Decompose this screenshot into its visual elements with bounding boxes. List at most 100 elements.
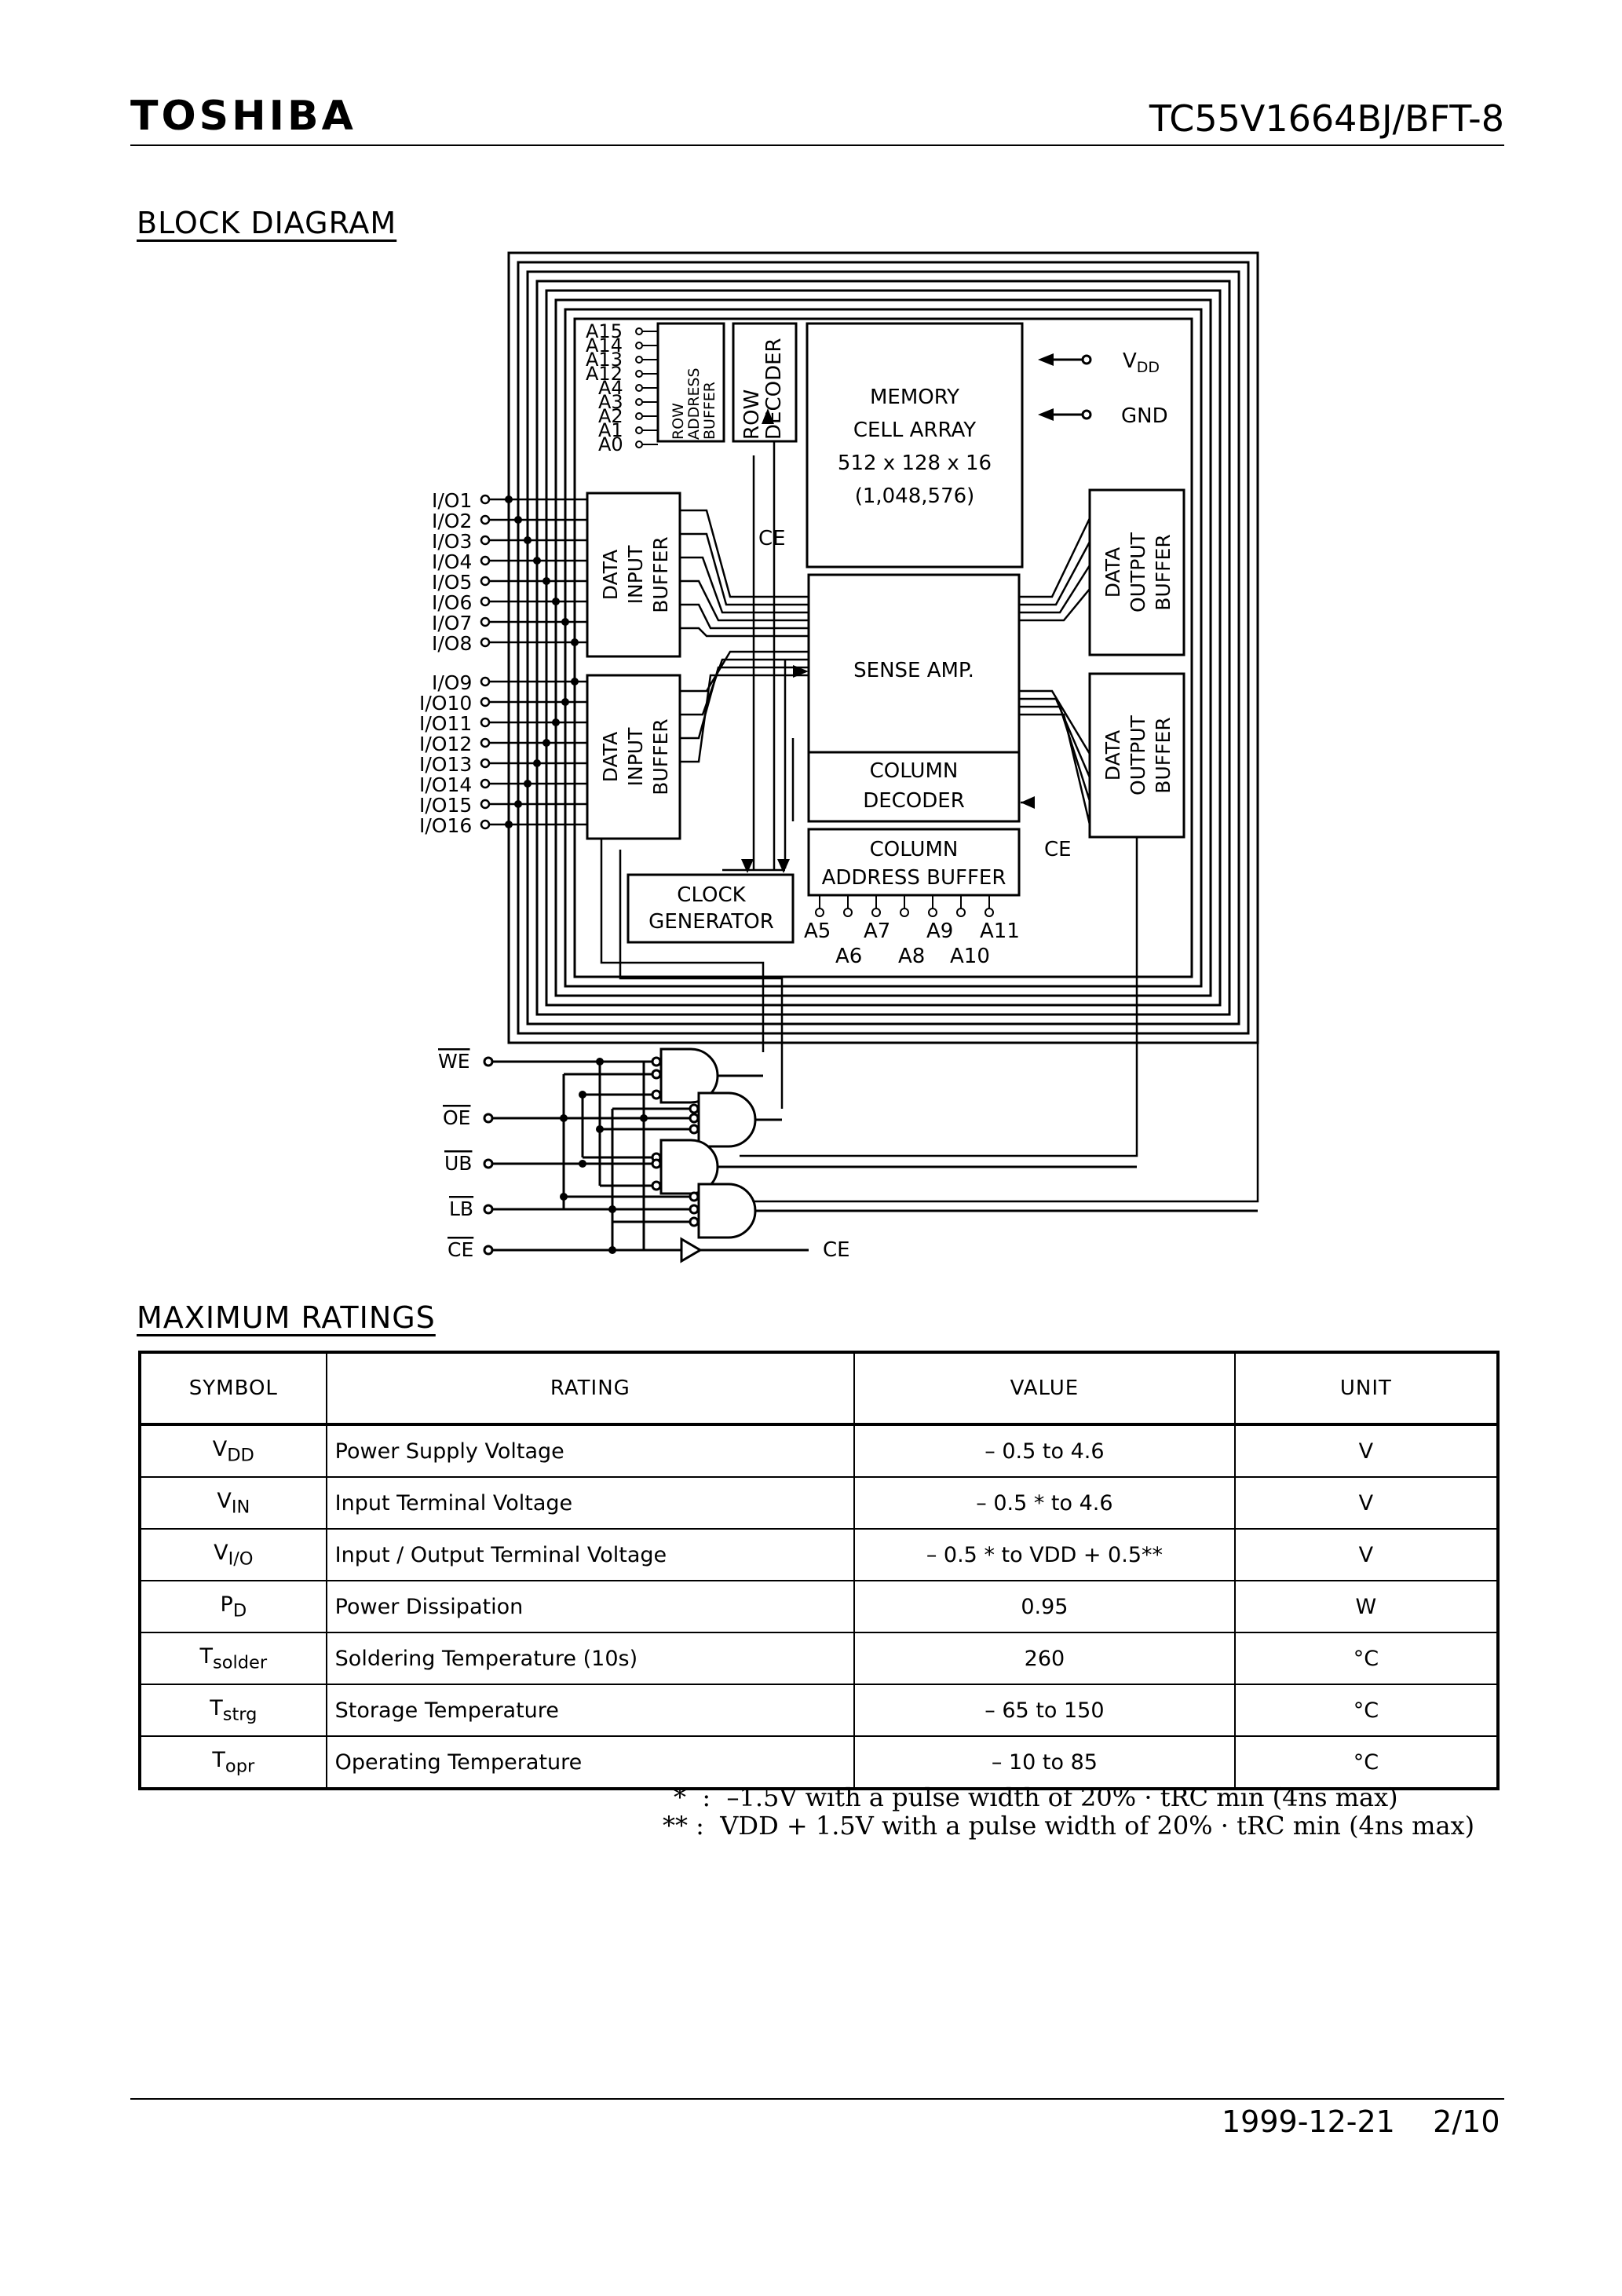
table-row: VIN Input Terminal Voltage – 0.5 * to 4.… (139, 1476, 1500, 1530)
io-label: I/O9 (432, 671, 472, 694)
rating-cell: Operating Temperature (325, 1735, 856, 1790)
column-decoder-label: DECODER (863, 789, 965, 813)
data-input-buffer-upper-block (586, 492, 681, 658)
rating-cell: Input / Output Terminal Voltage (325, 1528, 856, 1581)
gnd-label: GND (1121, 404, 1168, 428)
data-output-buffer-label: BUFFER (1152, 534, 1174, 610)
footnote: ** : VDD + 1.5V with a pulse width of 20… (663, 1811, 1475, 1841)
column-address-label: A10 (950, 945, 990, 968)
control-input-label: CE (448, 1238, 473, 1261)
row-address-label: A1 (598, 419, 623, 441)
value-cell: 0.95 (853, 1580, 1236, 1633)
data-output-buffer-label: BUFFER (1152, 717, 1174, 793)
control-junction-dots (560, 1058, 648, 1254)
unit-cell: V (1233, 1476, 1500, 1530)
unit-cell: V (1233, 1528, 1500, 1581)
row-address-pins (635, 327, 658, 448)
control-input-label: OE (443, 1106, 470, 1129)
row-address-buffer-block (656, 322, 725, 443)
column-header: VALUE (853, 1351, 1236, 1425)
io-label: I/O5 (432, 571, 472, 594)
symbol-cell: PD (139, 1580, 327, 1633)
data-output-buffer-upper-block (1088, 488, 1185, 656)
ce-label: CE (758, 527, 786, 550)
io-label: I/O6 (432, 591, 472, 614)
clock-generator-label: GENERATOR (648, 910, 774, 934)
table-row: VI/O Input / Output Terminal Voltage – 0… (139, 1528, 1500, 1581)
data-output-buffer-label: DATA (1101, 730, 1124, 781)
row-address-buffer-label: ROW (670, 403, 687, 440)
maximum-ratings-heading: MAXIMUM RATINGS (137, 1300, 436, 1335)
io-label: I/O15 (419, 794, 472, 817)
memory-label: CELL ARRAY (853, 419, 976, 442)
footer-page: 2/10 (1433, 2104, 1500, 2139)
bus-frames (507, 251, 1259, 1044)
column-decoder-block (807, 751, 1021, 823)
maximum-ratings-table: SYMBOL RATING VALUE UNIT VDD Power Suppl… (138, 1351, 1500, 1790)
symbol-cell: VIN (139, 1476, 327, 1530)
column-address-pins (815, 895, 994, 917)
column-header: RATING (325, 1351, 856, 1425)
clock-generator-block (627, 873, 795, 944)
sense-amp-label: SENSE AMP. (853, 659, 974, 682)
io-junction-dots (505, 495, 579, 828)
table-header-row: SYMBOL RATING VALUE UNIT (139, 1351, 1500, 1425)
table-row: PD Power Dissipation 0.95 W (139, 1580, 1500, 1633)
data-input-buffer-label: DATA (599, 732, 622, 782)
footer-rule (130, 2098, 1504, 2100)
brand-logo: TOSHIBA (130, 93, 356, 140)
row-address-label: A3 (598, 391, 623, 413)
sense-amp-block (807, 573, 1021, 754)
column-address-buffer-label: ADDRESS BUFFER (822, 866, 1006, 890)
io-label: I/O7 (432, 612, 472, 634)
value-cell: – 65 to 150 (853, 1684, 1236, 1737)
row-decoder-label: ROW (740, 389, 764, 440)
io-label: I/O14 (419, 773, 472, 796)
symbol-cell: VDD (139, 1424, 327, 1478)
row-address-label: A4 (598, 377, 623, 399)
io-label: I/O10 (419, 692, 472, 715)
footer: 1999-12-21 2/10 (1222, 2104, 1500, 2139)
column-address-label: A11 (980, 919, 1020, 943)
unit-cell: °C (1233, 1632, 1500, 1685)
data-output-buffer-label: OUTPUT (1127, 715, 1149, 795)
block-diagram-heading: BLOCK DIAGRAM (137, 206, 397, 240)
rating-cell: Storage Temperature (325, 1684, 856, 1737)
control-input-label: UB (444, 1152, 472, 1175)
header-rule (130, 144, 1504, 146)
io-label: I/O1 (432, 489, 472, 512)
symbol-cell: Tstrg (139, 1684, 327, 1737)
io-label: I/O2 (432, 510, 472, 532)
value-cell: – 0.5 * to VDD + 0.5** (853, 1528, 1236, 1581)
data-input-buffer-label: INPUT (624, 727, 647, 786)
column-address-label: A5 (804, 919, 831, 943)
block-diagram: A15 A14 A13 A12 A4 A3 A2 A1 A0 ROW ADDRE… (419, 251, 1259, 1263)
row-address-label: A0 (598, 433, 623, 455)
power-pins (1052, 354, 1092, 420)
row-address-label: A12 (586, 363, 623, 385)
data-input-buffer-label: DATA (599, 550, 622, 600)
row-address-buffer-label: BUFFER (701, 382, 718, 440)
data-input-buffer-label: INPUT (624, 545, 647, 604)
memory-label: MEMORY (870, 386, 959, 409)
io-label: I/O12 (419, 733, 472, 755)
column-decoder-label: COLUMN (870, 759, 959, 783)
io-label: I/O16 (419, 814, 472, 837)
row-decoder-label: DECODER (762, 338, 786, 440)
data-input-buffer-label: BUFFER (649, 536, 672, 612)
data-lines (600, 441, 1259, 1203)
value-cell: – 0.5 to 4.6 (853, 1424, 1236, 1478)
control-input-label: WE (438, 1050, 470, 1073)
arrows (741, 353, 1054, 873)
data-input-buffer-lower-block (586, 674, 681, 840)
rating-cell: Power Dissipation (325, 1580, 856, 1633)
column-address-label: A7 (864, 919, 890, 943)
value-cell: 260 (853, 1632, 1236, 1685)
value-cell: – 0.5 * to 4.6 (853, 1476, 1236, 1530)
row-address-buffer-label: ADDRESS (685, 367, 703, 440)
column-address-label: A6 (835, 945, 862, 968)
io-label: I/O4 (432, 550, 472, 573)
part-number: TC55V1664BJ/BFT-8 (1149, 97, 1504, 140)
unit-cell: W (1233, 1580, 1500, 1633)
unit-cell: V (1233, 1424, 1500, 1478)
